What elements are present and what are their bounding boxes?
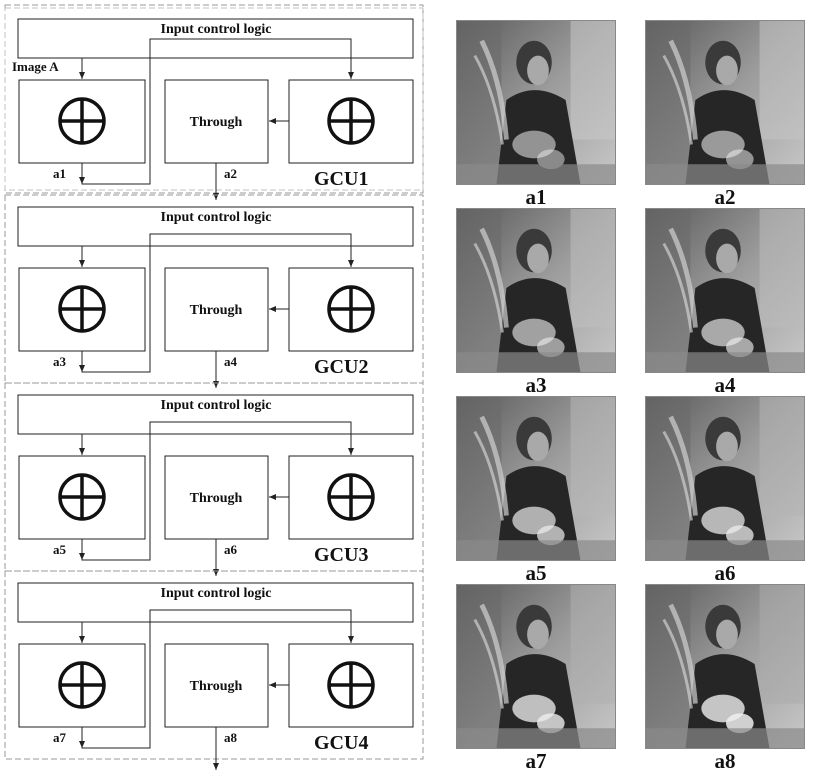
result-image bbox=[645, 20, 805, 185]
through-label: Through bbox=[190, 679, 243, 694]
result-image bbox=[645, 584, 805, 749]
result-caption: a2 bbox=[714, 185, 736, 209]
gcu-stage-1: Input control logic Through a1 a2 GCU1 bbox=[4, 4, 424, 200]
result-caption: a3 bbox=[525, 373, 547, 397]
result-image bbox=[456, 396, 616, 561]
input-control-logic-label: Input control logic bbox=[161, 22, 272, 37]
result-image bbox=[645, 208, 805, 373]
through-label: Through bbox=[190, 303, 243, 318]
adder-icon bbox=[58, 285, 106, 333]
gcu-label: GCU1 bbox=[314, 168, 368, 190]
result-caption: a6 bbox=[714, 561, 736, 585]
through-output-label: a8 bbox=[224, 730, 238, 745]
left-output-label: a3 bbox=[53, 354, 67, 369]
left-output-label: a7 bbox=[53, 730, 67, 745]
input-control-logic-block bbox=[17, 394, 414, 435]
adder-icon bbox=[327, 97, 375, 145]
result-image bbox=[456, 584, 616, 749]
result-caption: a4 bbox=[714, 373, 736, 397]
result-image bbox=[645, 396, 805, 561]
gcu-stage-3: Input control logic Through a5 a6 GCU3 bbox=[4, 382, 424, 576]
adder-icon bbox=[327, 285, 375, 333]
through-block bbox=[164, 79, 269, 164]
gcu-label: GCU4 bbox=[314, 732, 368, 754]
through-block bbox=[164, 643, 269, 728]
gcu-label: GCU3 bbox=[314, 544, 368, 566]
result-caption: a7 bbox=[525, 749, 547, 773]
adder-icon bbox=[58, 97, 106, 145]
input-control-logic-label: Input control logic bbox=[161, 210, 272, 225]
input-control-logic-label: Input control logic bbox=[161, 586, 272, 601]
stage-border bbox=[4, 570, 424, 760]
input-control-logic-block bbox=[17, 582, 414, 623]
gcu-stage-4: Input control logic Through a7 a8 GCU4 bbox=[4, 570, 424, 770]
gcu-pipeline-diagram: Image A Input control logic Through a1 a… bbox=[4, 4, 424, 770]
adder-icon bbox=[58, 473, 106, 521]
result-caption: a5 bbox=[525, 561, 547, 585]
through-block bbox=[164, 455, 269, 540]
through-block bbox=[164, 267, 269, 352]
gcu-stage-2: Input control logic Through a3 a4 GCU2 bbox=[4, 194, 424, 388]
image-a-label: Image A bbox=[12, 59, 59, 74]
gcu-label: GCU2 bbox=[314, 356, 368, 378]
result-caption: a8 bbox=[714, 749, 736, 773]
adder-icon bbox=[327, 473, 375, 521]
through-output-label: a2 bbox=[224, 166, 237, 181]
adder-icon bbox=[58, 661, 106, 709]
through-label: Through bbox=[190, 115, 243, 130]
stage-border-inner bbox=[4, 7, 424, 191]
left-output-label: a5 bbox=[53, 542, 67, 557]
input-control-logic-block bbox=[17, 206, 414, 247]
adder-icon bbox=[327, 661, 375, 709]
through-output-label: a6 bbox=[224, 542, 238, 557]
result-caption: a1 bbox=[525, 185, 547, 209]
result-image bbox=[456, 20, 616, 185]
left-output-label: a1 bbox=[53, 166, 66, 181]
through-output-label: a4 bbox=[224, 354, 238, 369]
result-image bbox=[456, 208, 616, 373]
input-control-logic-label: Input control logic bbox=[161, 398, 272, 413]
through-label: Through bbox=[190, 491, 243, 506]
